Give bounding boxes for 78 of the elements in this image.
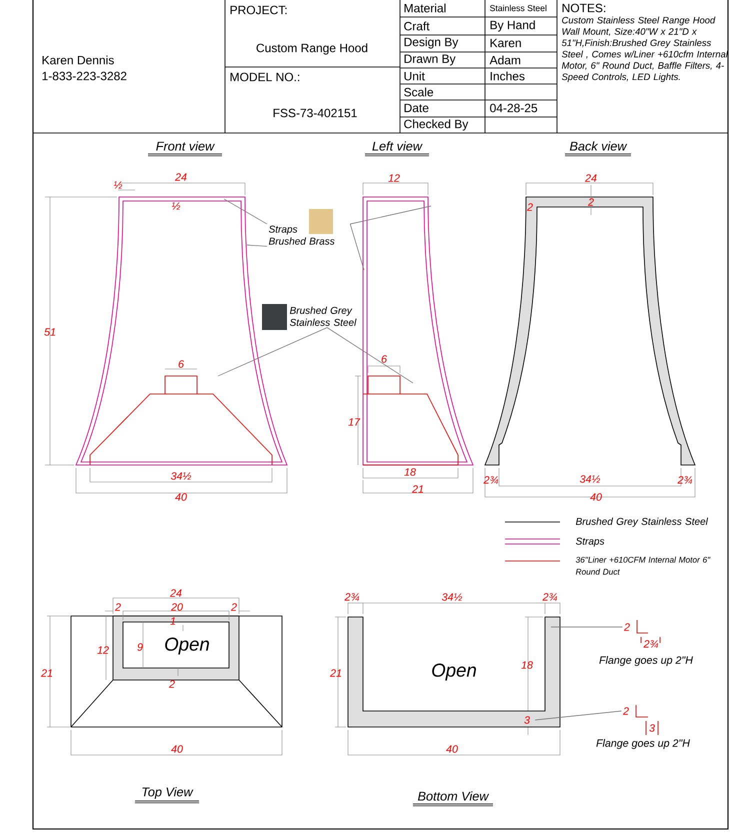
notes-heading: NOTES: [562, 4, 606, 12]
table-cell: Inches [490, 72, 525, 80]
legend-label: 36''Liner +610CFM Internal Motor 6" Round Duct [576, 556, 710, 575]
view-title: Top View [142, 787, 194, 799]
dimension-label: 20 [171, 603, 183, 611]
leader-line [224, 198, 268, 224]
view-title: Left view [372, 141, 423, 151]
model-number: FSS-73-402151 [274, 108, 357, 118]
dimension-label: 9 [137, 643, 143, 651]
dimension-label: 51 [44, 328, 56, 336]
dimension-label: 24 [585, 174, 597, 182]
dimension-label: 2¾ [484, 476, 498, 484]
dimension-label: 34½ [442, 593, 462, 601]
dimension-label: 40 [175, 493, 187, 501]
opening-label: Open [165, 638, 209, 654]
contact-name: Karen Dennis [42, 56, 114, 64]
dimension-label: 2¾ [644, 640, 658, 648]
dimension-label: 6 [382, 355, 387, 363]
leader-line [218, 327, 328, 376]
material-label: Straps Brushed Brass [268, 226, 335, 245]
dimension-label: ½ [172, 202, 180, 210]
notes-text: Custom Stainless Steel Range Hood Wall Mount, Size:40"W x 21"D x 51"H,Finish:Brushed Grey Stainless Steel , Comes w/Liner +610cfm Internal Motor, 6" Round Duct, Baffle Filters, 4-Speed Controls, LED Lights. [562, 16, 728, 82]
dimension-label: 2¾ [678, 476, 692, 484]
table-cell: Adam [490, 56, 520, 64]
table-cell: 04-28-25 [490, 104, 538, 112]
dimension-label: 18 [521, 661, 533, 669]
dimension-label: 2 [622, 707, 629, 715]
view-title: Back view [570, 141, 628, 151]
dimension-label: 40 [590, 493, 602, 501]
left-view-drawing [362, 196, 474, 466]
table-cell: Date [404, 104, 428, 112]
dimension-label: 12 [388, 174, 400, 182]
dimension-label: 3 [524, 716, 530, 724]
leader-line [350, 206, 432, 224]
dimension-label: 2 [168, 680, 175, 688]
view-title: Front view [156, 141, 215, 151]
dimension-label: 2 [230, 603, 237, 611]
leader-line [534, 710, 622, 720]
leader-line [350, 224, 364, 270]
view-title: Bottom View [418, 791, 490, 801]
dimension-label: 24 [175, 173, 187, 181]
project-name: Custom Range Hood [256, 43, 368, 55]
dimension-label: 40 [446, 745, 458, 753]
table-cell: Unit [404, 72, 425, 80]
dimension-label: 3 [649, 724, 655, 732]
dimension-label: 12 [97, 646, 109, 654]
flange-note: Flange goes up 2"H [596, 739, 690, 749]
leader-line [246, 244, 268, 247]
dimension-label: 2 [588, 198, 594, 206]
leader-line [326, 327, 414, 384]
table-cell: Material [404, 4, 446, 12]
dimension-label: 34½ [580, 475, 600, 483]
dimension-label: 24 [170, 589, 182, 597]
flange-note: Flange goes up 2"H [599, 656, 693, 666]
dimension-label: 40 [171, 745, 183, 753]
table-cell: Craft [404, 22, 430, 30]
phone-number: 1-833-223-3282 [42, 72, 126, 80]
material-label: Brushed Grey Stainless Steel [290, 306, 357, 326]
leader-line [550, 626, 623, 628]
dimension-label: 2 [526, 203, 533, 211]
dimension-label: 2 [624, 623, 630, 631]
field-label: PROJECT: [230, 6, 287, 14]
dimension-label: 21 [41, 669, 52, 677]
table-cell: Design By [404, 37, 458, 49]
field-label: MODEL NO.: [230, 72, 300, 82]
table-cell: Stainless Steel [490, 4, 546, 12]
dimension-label: 21 [412, 485, 424, 493]
dimension-label: 2¾ [344, 593, 360, 601]
table-cell: Drawn By [404, 54, 456, 66]
dimension-label: 6 [178, 360, 184, 368]
dimension-label: 2¾ [542, 593, 558, 601]
legend-label: Straps [576, 538, 604, 547]
table-cell: By Hand [490, 20, 535, 32]
legend-label: Brushed Grey Stainless Steel [576, 518, 708, 527]
table-cell: Checked By [404, 119, 468, 131]
table-cell: Karen [490, 38, 521, 48]
dimension-label: 2 [114, 603, 121, 611]
table-cell: Scale [404, 88, 434, 96]
